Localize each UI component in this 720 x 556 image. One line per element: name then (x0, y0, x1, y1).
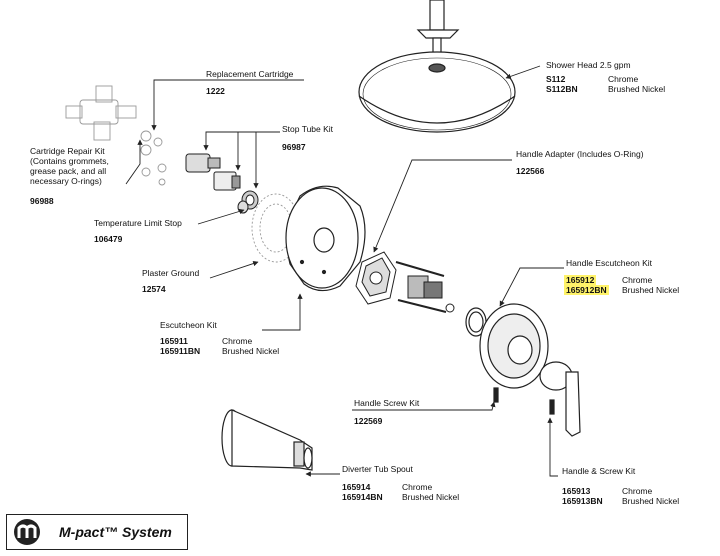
leader-stop-tube-kit (203, 131, 280, 151)
escutcheon-kit-label: Escutcheon Kit (160, 320, 217, 330)
stop-tube-kit-label: Stop Tube Kit (282, 124, 334, 134)
stop-tube-kit-number: 96987 (282, 142, 306, 152)
cartridge-repair-kit-line-2: (Contains grommets, (30, 156, 109, 166)
handle-and-screw-kit-chrome-number: 165913 (562, 486, 591, 496)
leader-handle-screw-kit (352, 401, 496, 411)
escutcheon-kit-chrome-number: 165911 (160, 336, 188, 346)
diverter-tub-spout-label: Diverter Tub Spout (342, 464, 413, 474)
handle-adapter-drawing (355, 251, 455, 313)
handle-drawing (493, 361, 581, 437)
leader-temperature-limit-stop (197, 208, 245, 225)
cartridge-repair-kit-line-3: grease pack, and all (30, 166, 107, 176)
cartridge-repair-kit-number: 96988 (30, 196, 54, 206)
replacement-cartridge-number: 1222 (206, 86, 225, 96)
shower-head-label: Shower Head 2.5 gpm (546, 60, 631, 70)
diverter-tub-spout-chrome-finish: Chrome (402, 482, 433, 492)
cartridge-repair-kit-line-4: necessary O-rings) (30, 176, 102, 186)
diverter-tub-spout-chrome-number: 165914 (342, 482, 371, 492)
diverter-tub-spout-bn-finish: Brushed Nickel (402, 492, 460, 502)
handle-escutcheon-kit-chrome-finish: Chrome (622, 275, 653, 285)
handle-and-screw-kit-chrome-finish: Chrome (622, 486, 653, 496)
shower-head-chrome-finish: Chrome (608, 74, 639, 84)
handle-and-screw-kit-bn-number: 165913BN (562, 496, 603, 506)
escutcheon-kit-bn-number: 165911BN (160, 346, 201, 356)
m-pact-logo-text: M-pact™ System (59, 524, 172, 540)
leader-cartridge-repair-kit (125, 139, 143, 185)
shower-head-drawing (358, 0, 516, 133)
valve-body-drawing (65, 85, 167, 186)
leader-replacement-cartridge (151, 79, 304, 131)
handle-escutcheon-drawing (465, 303, 549, 389)
handle-screw-kit-label: Handle Screw Kit (354, 398, 420, 408)
plaster-ground-number: 12574 (142, 284, 166, 294)
escutcheon-plate-drawing (285, 185, 366, 292)
handle-escutcheon-kit-bn-number: 165912BN (564, 285, 609, 295)
escutcheon-kit-chrome-finish: Chrome (222, 336, 253, 346)
m-pact-logo-icon (14, 519, 40, 545)
shower-head-bn-finish: Brushed Nickel (608, 84, 666, 94)
handle-adapter-number: 122566 (516, 166, 545, 176)
leader-plaster-ground (209, 260, 259, 279)
handle-adapter-label: Handle Adapter (Includes O-Ring) (516, 149, 644, 159)
temperature-limit-stop-label: Temperature Limit Stop (94, 218, 182, 228)
m-pact-logo: M-pact™ System (6, 514, 188, 550)
handle-escutcheon-kit-label: Handle Escutcheon Kit (566, 258, 652, 268)
leader-handle-and-screw-kit (547, 417, 558, 477)
leader-handle-escutcheon-kit (499, 267, 564, 307)
handle-and-screw-kit-bn-finish: Brushed Nickel (622, 496, 680, 506)
leader-handle-adapter (373, 159, 512, 253)
temperature-limit-stop-number: 106479 (94, 234, 123, 244)
cartridge-repair-kit-line-1: Cartridge Repair Kit (30, 146, 105, 156)
handle-and-screw-kit-label: Handle & Screw Kit (562, 466, 636, 476)
handle-escutcheon-kit-bn-number-highlight: 165912BN (564, 285, 609, 295)
replacement-cartridge-label: Replacement Cartridge (206, 69, 294, 79)
handle-screw-kit-number: 122569 (354, 416, 383, 426)
handle-escutcheon-kit-chrome-number: 165912 (564, 275, 597, 285)
plaster-ground-label: Plaster Ground (142, 268, 200, 278)
cartridge-drawing (185, 153, 259, 214)
leader-escutcheon-kit (262, 293, 303, 331)
leader-shower-head (505, 65, 541, 79)
diverter-tub-spout-bn-number: 165914BN (342, 492, 383, 502)
handle-escutcheon-kit-chrome-number-highlight: 165912 (564, 275, 597, 285)
shower-head-bn-number: S112BN (546, 84, 578, 94)
escutcheon-kit-bn-finish: Brushed Nickel (222, 346, 280, 356)
tub-spout-drawing (221, 409, 313, 471)
shower-head-chrome-number: S112 (546, 74, 566, 84)
handle-escutcheon-kit-bn-finish: Brushed Nickel (622, 285, 680, 295)
